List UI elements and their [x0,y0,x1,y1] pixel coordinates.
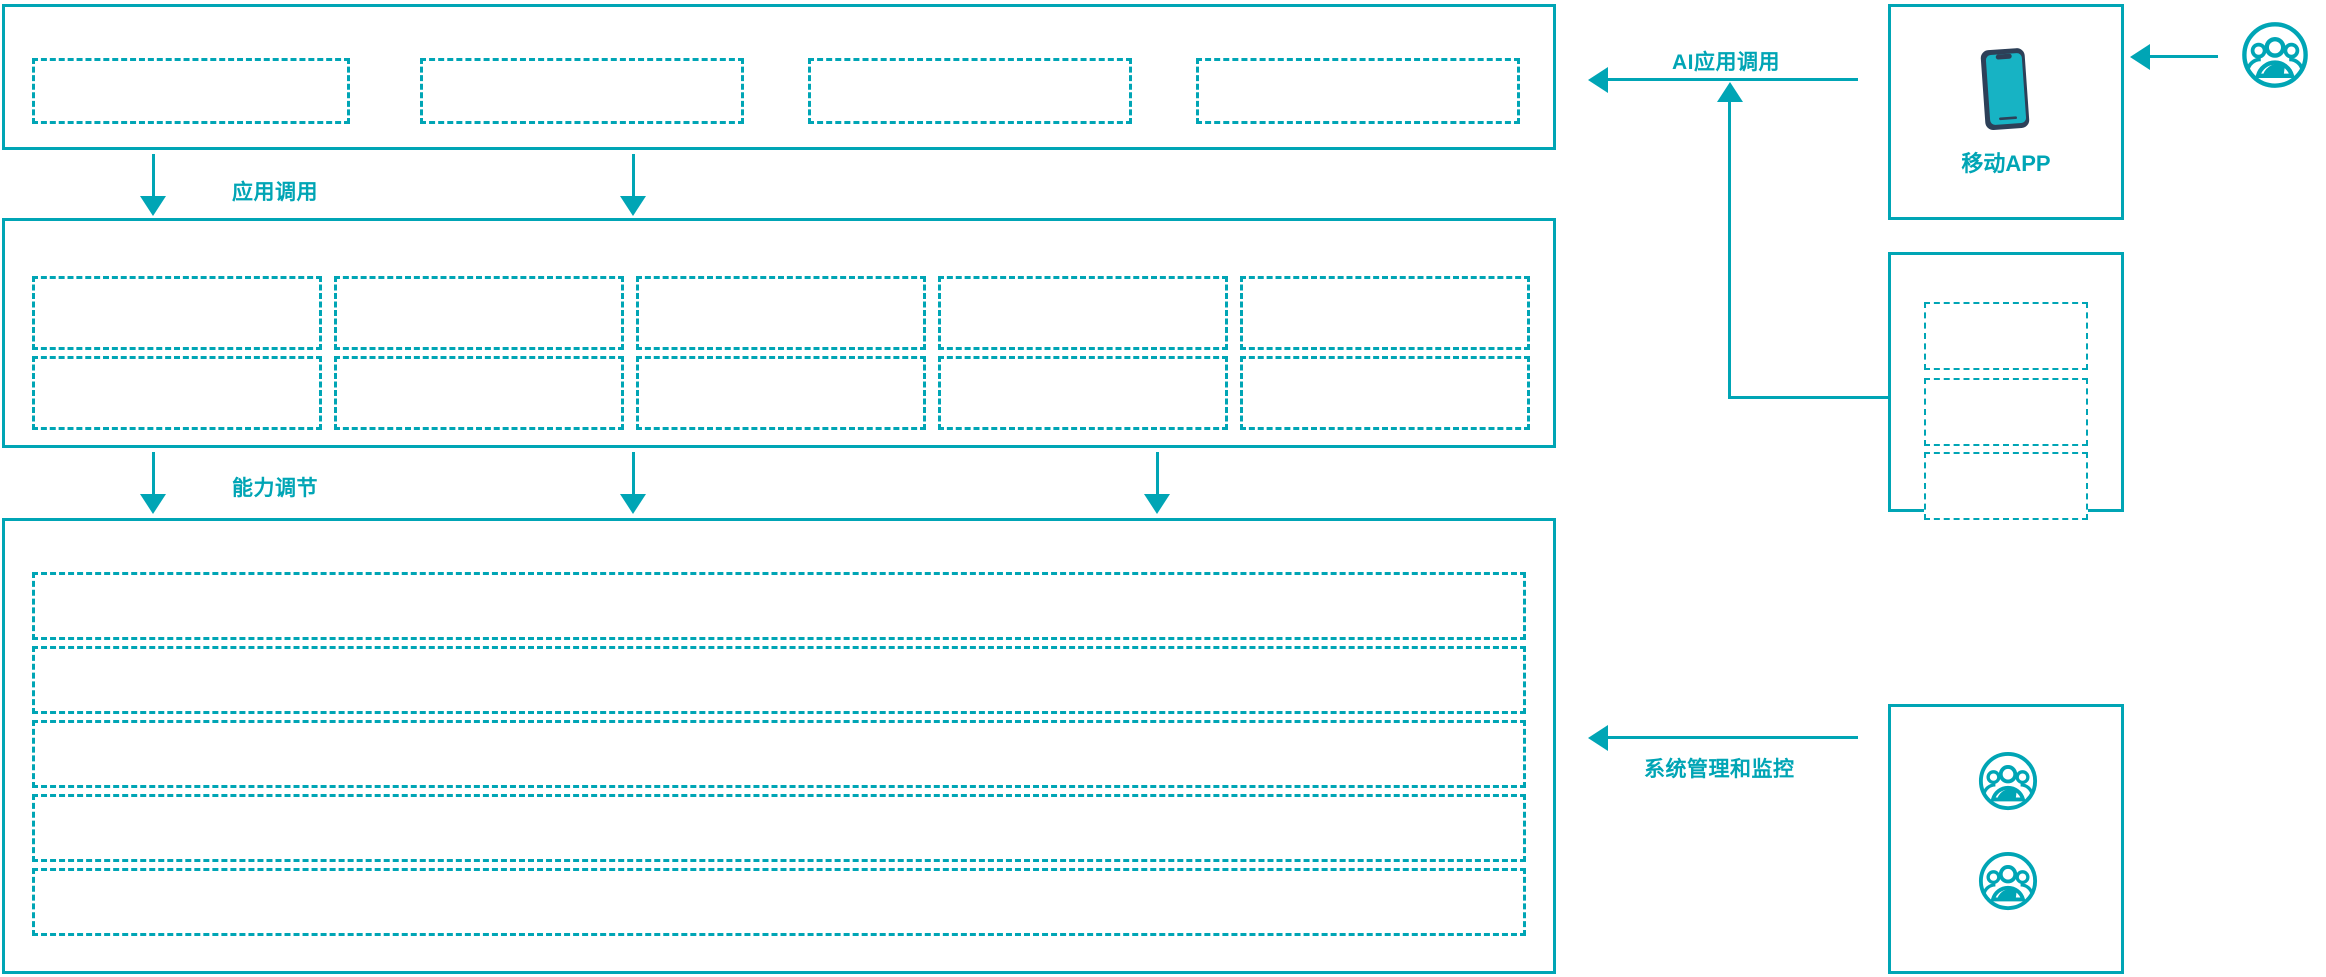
ai-app-call-arrow-shaft [1608,78,1858,81]
capability-layer-box-5[interactable] [1240,276,1530,350]
channel-connector-arrow-head [1717,82,1743,102]
capability-layer-box-2[interactable] [334,276,624,350]
capability-layer-box-7[interactable] [334,356,624,430]
capability-tune-arrow-shaft-3 [1156,452,1159,496]
capability-layer-box-4[interactable] [938,276,1228,350]
app-call-arrow-head-right [620,196,646,216]
capability-tune-arrow-head-3 [1144,494,1170,514]
end-user-arrow-shaft [2150,55,2218,58]
infrastructure-layer-row-4[interactable] [32,794,1526,862]
system-admin-monitor-label: 系统管理和监控 [1644,758,1795,781]
channel-card-box-3[interactable] [1924,452,2088,520]
capability-layer-box-8[interactable] [636,356,926,430]
ai-app-call-label: AI应用调用 [1672,51,1780,74]
operations-card[interactable] [1888,704,2124,974]
mobile-app-card-label: 移动APP [1961,151,2051,176]
channel-card-box-2[interactable] [1924,378,2088,446]
infrastructure-layer-row-2[interactable] [32,646,1526,714]
capability-tune-arrow-shaft-1 [152,452,155,496]
application-layer-box-4[interactable] [1196,58,1520,124]
app-call-label: 应用调用 [232,181,318,204]
user-group-icon-admin-2 [1977,850,2039,912]
channel-card-box-1[interactable] [1924,302,2088,370]
channel-connector-vertical [1728,100,1731,398]
capability-layer-box-10[interactable] [1240,356,1530,430]
infrastructure-layer-row-1[interactable] [32,572,1526,640]
ai-app-call-arrow-head [1588,67,1608,93]
application-layer-box-2[interactable] [420,58,744,124]
capability-tune-arrow-head-1 [140,494,166,514]
capability-tune-arrow-shaft-2 [632,452,635,496]
smartphone-icon [1976,46,2036,132]
app-call-arrow-shaft-right [632,154,635,198]
capability-layer-box-3[interactable] [636,276,926,350]
application-layer-box-1[interactable] [32,58,350,124]
infrastructure-layer-row-3[interactable] [32,720,1526,788]
system-admin-arrow-head [1588,725,1608,751]
user-group-icon-end-user[interactable] [2240,20,2310,90]
application-layer-box-3[interactable] [808,58,1132,124]
capability-tune-label: 能力调节 [232,477,318,500]
end-user-arrow-head [2130,44,2150,70]
mobile-app-card[interactable]: 移动APP [1888,4,2124,220]
user-group-icon-admin-1 [1977,750,2039,812]
infrastructure-layer-row-5[interactable] [32,868,1526,936]
app-call-arrow-shaft-left [152,154,155,198]
capability-layer-box-9[interactable] [938,356,1228,430]
system-admin-arrow-shaft [1608,736,1858,739]
app-call-arrow-head-left [140,196,166,216]
capability-layer-box-6[interactable] [32,356,322,430]
capability-tune-arrow-head-2 [620,494,646,514]
channel-connector-horizontal [1728,396,1888,399]
capability-layer-box-1[interactable] [32,276,322,350]
